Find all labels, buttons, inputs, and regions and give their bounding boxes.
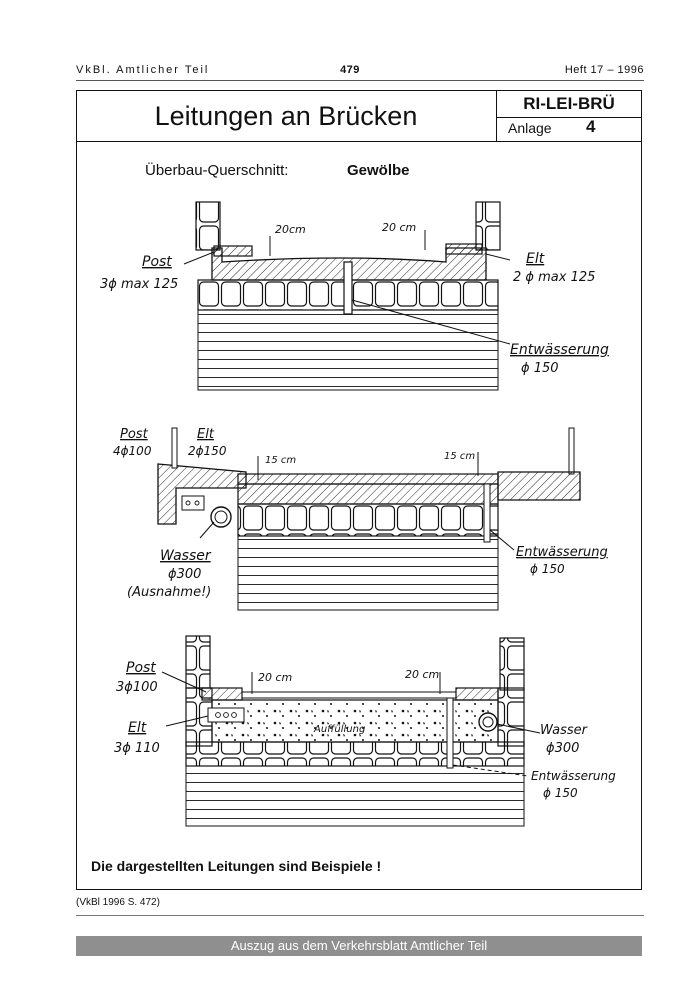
page-title: Leitungen an Brücken — [154, 101, 418, 131]
diagram-2-drain-spec: ϕ 150 — [530, 562, 565, 576]
diagram-2-exception: (Ausnahme!) — [127, 585, 211, 600]
document-code: RI-LEI-BRÜ — [496, 92, 642, 118]
diagram-2-elt-label: Elt — [197, 427, 215, 442]
footnote: Die dargestellten Leitungen sind Beispie… — [91, 858, 382, 874]
sheet-frame — [76, 90, 642, 890]
section-value: Gewölbe — [347, 162, 410, 179]
diagram-3-elt-label: Elt — [128, 720, 147, 736]
anlage-number: 4 — [586, 117, 596, 136]
diagram-2: 15 cm 15 cm Post 4ϕ100 Elt 2ϕ150 Wasser … — [113, 427, 608, 611]
diagram-1-post-spec: 3ϕ max 125 — [100, 277, 178, 292]
section-label: Überbau-Querschnitt: — [145, 162, 289, 179]
diagram-1-dim-left: 20cm — [275, 223, 306, 236]
diagram-1: 20cm 20 cm Post 3ϕ max 125 Elt 2 ϕ max 1… — [100, 201, 609, 391]
diagram-1-drain-label: Entwässerung — [510, 342, 609, 358]
header-divider — [76, 80, 644, 81]
diagram-3-elt-spec: 3ϕ 110 — [114, 741, 160, 756]
diagram-3-post-spec: 3ϕ100 — [116, 680, 158, 695]
diagram-1-elt-spec: 2 ϕ max 125 — [513, 270, 595, 285]
footer-banner: Auszug aus dem Verkehrsblatt Amtlicher T… — [76, 936, 642, 956]
title-code-box — [496, 90, 642, 142]
diagram-2-post-label: Post — [120, 427, 149, 442]
diagram-2-dim-left: 15 cm — [265, 455, 296, 466]
citation: (VkBl 1996 S. 472) — [76, 897, 160, 908]
diagram-2-drain-label: Entwässerung — [516, 545, 608, 560]
diagram-3-dim-left: 20 cm — [258, 671, 292, 684]
title-row — [76, 90, 642, 142]
diagram-3-water-label: Wasser — [540, 723, 589, 738]
header-issue: Heft 17 – 1996 — [564, 64, 644, 76]
diagram-2-post-spec: 4ϕ100 — [113, 444, 152, 458]
diagram-3: 20 cm 20 cm Auffüllung Post 3ϕ100 Elt 3ϕ… — [114, 635, 616, 827]
diagram-3-fill-label: Auffüllung — [313, 724, 365, 735]
diagram-1-post-label: Post — [142, 254, 172, 270]
header-page-number: 479 — [340, 64, 360, 76]
diagram-2-water-spec: ϕ300 — [168, 567, 201, 582]
diagram-1-elt-label: Elt — [526, 251, 545, 267]
footer-divider — [76, 915, 644, 916]
diagram-2-dim-right: 15 cm — [444, 451, 475, 462]
diagram-3-drain-label: Entwässerung — [531, 769, 616, 783]
diagram-2-elt-spec: 2ϕ150 — [188, 444, 227, 458]
diagram-1-drain-spec: ϕ 150 — [521, 361, 559, 376]
diagram-3-post-label: Post — [126, 660, 156, 676]
diagram-3-dim-right: 20 cm — [405, 668, 439, 681]
diagram-2-water-label: Wasser — [160, 548, 212, 564]
diagram-3-water-spec: ϕ300 — [546, 741, 579, 756]
anlage-label: Anlage — [508, 120, 552, 136]
header-journal: VkBl. Amtlicher Teil — [76, 64, 210, 76]
diagram-3-drain-spec: ϕ 150 — [543, 786, 578, 800]
diagram-1-dim-right: 20 cm — [382, 221, 416, 234]
